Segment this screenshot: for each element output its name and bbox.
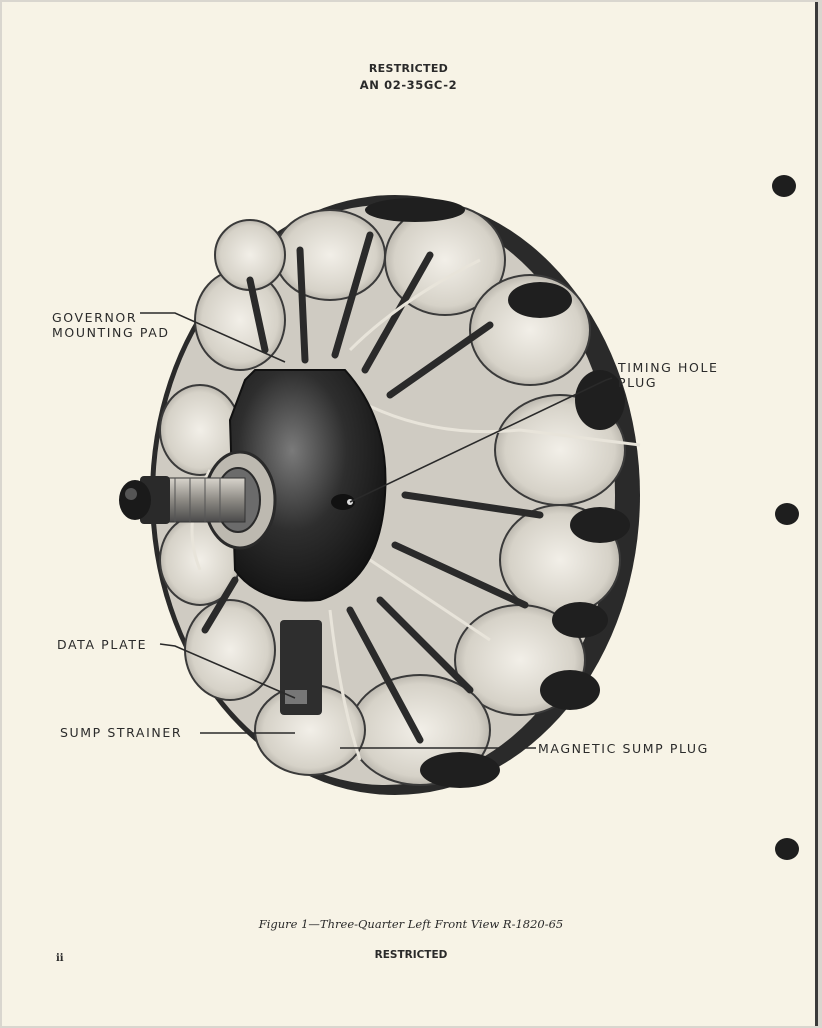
figure-caption: Figure 1—Three-Quarter Left Front View R… [258,917,564,931]
document-number: AN 02-35GC-2 [359,78,458,92]
binder-hole-bottom [775,838,799,860]
callout-governor-mounting-pad: GOVERNOR MOUNTING PAD [52,310,170,340]
callout-sump-strainer: SUMP STRAINER [60,725,183,740]
binder-hole-middle [775,503,799,525]
callout-timing-hole-plug: TIMING HOLE PLUG [618,360,719,390]
callout-data-plate: DATA PLATE [57,637,148,652]
page-number: ii [56,953,64,964]
classification-header: RESTRICTED [368,62,449,75]
classification-footer: RESTRICTED [374,949,448,961]
callout-magnetic-sump-plug: MAGNETIC SUMP PLUG [538,741,709,756]
binder-hole-top [772,175,796,197]
